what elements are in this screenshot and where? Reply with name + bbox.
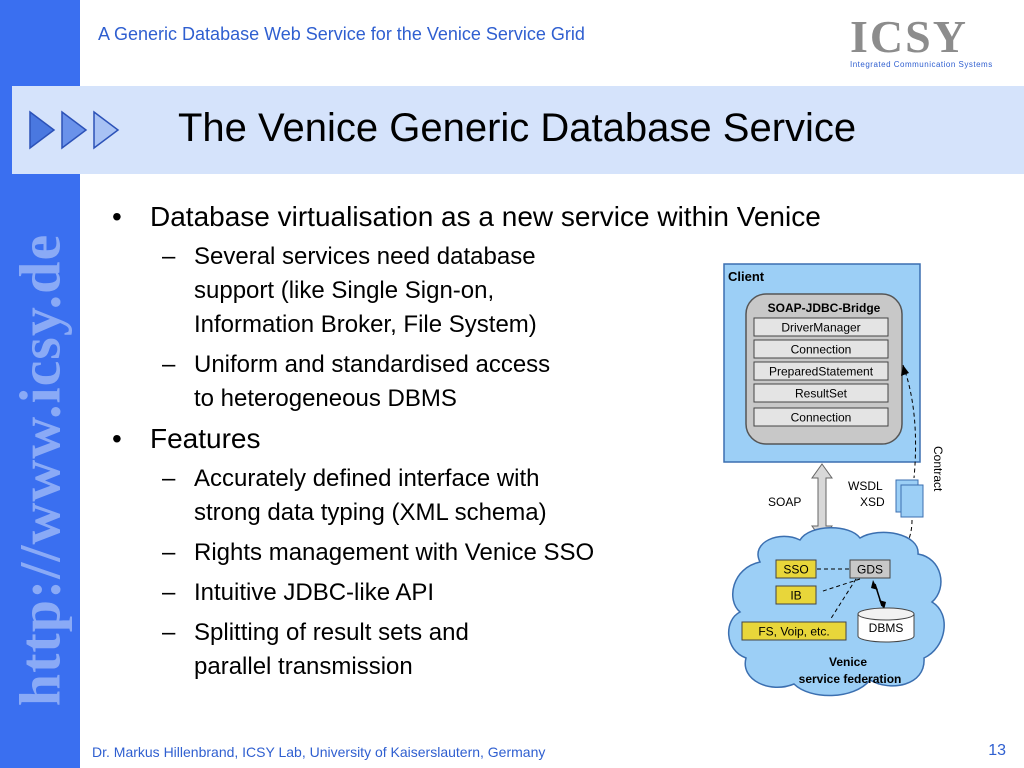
venice-label: Venice: [829, 655, 867, 669]
header-subtitle: A Generic Database Web Service for the V…: [98, 24, 585, 44]
bridge-item: PreparedStatement: [769, 365, 874, 379]
dash-mark: –: [162, 351, 176, 378]
dash-mark: –: [162, 465, 176, 492]
bullet-text: Database virtualisation as a new service…: [150, 201, 821, 232]
icsy-logo: ICSY Integrated Communication Systems: [850, 11, 1012, 70]
dbms-cylinder: [857, 614, 915, 643]
sub-bullet-2-3: – Intuitive JDBC-like API: [112, 576, 712, 610]
bridge-item: ResultSet: [795, 387, 848, 401]
sub-bullet-line: Rights management with Venice SSO: [194, 539, 595, 566]
contract-label: Contract: [931, 446, 945, 492]
gds-box: [849, 559, 891, 579]
bridge-item-box: [753, 317, 889, 337]
bridge-item-box: [753, 407, 889, 427]
wsdl-label: WSDL: [848, 479, 883, 493]
footer-author: Dr. Markus Hillenbrand, ICSY Lab, Univer…: [92, 744, 546, 760]
gds-label: GDS: [857, 563, 883, 577]
dashed-connector: [829, 578, 857, 621]
bullet-2: • Features: [112, 422, 712, 456]
sub-bullet-line: Uniform and standardised access: [194, 351, 551, 378]
page-title: The Venice Generic Database Service: [178, 106, 857, 150]
sso-box: [775, 559, 817, 579]
fs-box: [741, 621, 847, 641]
dbms-label: DBMS: [869, 621, 904, 635]
bridge-item-box: [753, 361, 889, 381]
dash-mark: –: [162, 619, 176, 646]
ib-box: [775, 585, 817, 605]
client-label: Client: [728, 269, 765, 284]
architecture-diagram: Client SOAP-JDBC-Bridge DriverManager Co…: [723, 263, 945, 697]
sub-bullet-line: strong data typing (XML schema): [194, 499, 547, 526]
sub-bullet-line: support (like Single Sign-on,: [194, 277, 495, 304]
bridge-item-box: [753, 383, 889, 403]
page-number: 13: [988, 742, 1006, 759]
bridge-item: Connection: [791, 411, 852, 425]
dash-mark: –: [162, 243, 176, 270]
bullet-mark: •: [112, 201, 122, 232]
bullet-mark: •: [112, 423, 122, 454]
vertical-url: http://www.icsy.de: [7, 233, 73, 707]
soap-label: SOAP: [768, 495, 801, 509]
sso-label: SSO: [783, 563, 808, 577]
sub-bullet-line: Information Broker, File System): [194, 311, 537, 338]
sub-bullet-line: Intuitive JDBC-like API: [194, 579, 435, 606]
fs-label: FS, Voip, etc.: [758, 625, 829, 639]
sub-bullet-2-2: – Rights management with Venice SSO: [112, 536, 712, 570]
bullet-list: • Database virtualisation as a new servi…: [112, 200, 821, 690]
ib-label: IB: [790, 589, 801, 603]
dashed-connector: [819, 578, 861, 593]
dash-mark: –: [162, 579, 176, 606]
sub-bullet-line: parallel transmission: [194, 653, 413, 680]
bullet-1: • Database virtualisation as a new servi…: [112, 200, 821, 234]
sub-bullet-1-2: – Uniform and standardised access to het…: [112, 348, 712, 416]
contract-document-icon: [900, 484, 924, 518]
sub-bullet-line: Several services need database: [194, 243, 536, 270]
bridge-item: Connection: [791, 343, 852, 357]
dash-mark: –: [162, 539, 176, 566]
logo-tagline: Integrated Communication Systems: [850, 60, 993, 69]
dashed-connector: [902, 364, 917, 479]
bridge-label: SOAP-JDBC-Bridge: [768, 301, 881, 315]
sub-bullet-2-4: – Splitting of result sets and parallel …: [112, 616, 712, 684]
arrowhead: [871, 580, 878, 590]
bridge-item-box: [753, 339, 889, 359]
logo-text: ICSY: [850, 11, 968, 62]
bullet-text: Features: [150, 423, 261, 454]
arrowhead: [901, 365, 909, 376]
sub-bullet-1-1: – Several services need database support…: [112, 240, 712, 342]
sub-bullet-line: Splitting of result sets and: [194, 619, 469, 646]
dbms-cylinder-top: [857, 607, 915, 621]
sub-bullet-line: to heterogeneous DBMS: [194, 385, 457, 412]
bridge-item: DriverManager: [781, 321, 860, 335]
federation-label: service federation: [799, 672, 902, 686]
title-band: The Venice Generic Database Service: [12, 86, 1024, 174]
sub-bullet-line: Accurately defined interface with: [194, 465, 540, 492]
triple-arrow-icon: [29, 110, 120, 150]
sub-bullet-2-1: – Accurately defined interface with stro…: [112, 462, 712, 530]
xsd-label: XSD: [860, 495, 885, 509]
arrowhead: [879, 600, 886, 610]
